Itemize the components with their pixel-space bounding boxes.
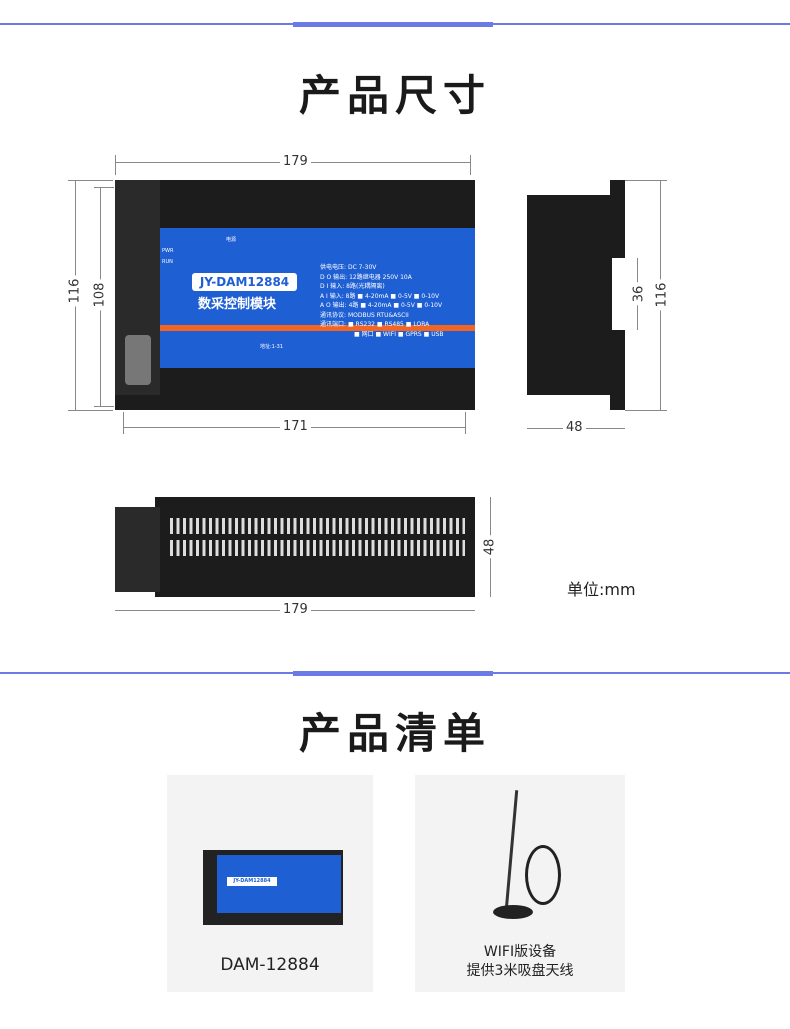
device-panel: PWR RUN 电源 JY-DAM12884 数采控制模块 地址:1-31 供电… bbox=[160, 228, 475, 368]
dim-height-108: 108 bbox=[92, 279, 108, 311]
dim-depth-48: 48 bbox=[563, 421, 586, 435]
device-name: 数采控制模块 bbox=[198, 297, 277, 312]
item-card-device: JY-DAM12884 DAM-12884 bbox=[167, 775, 373, 992]
section-title-dimensions: 产品尺寸 bbox=[298, 71, 491, 120]
item-card-antenna: WIFI版设备提供3米吸盘天线 bbox=[415, 775, 625, 992]
address-label: 地址:1-31 bbox=[260, 344, 284, 350]
dim-width-179: 179 bbox=[280, 155, 311, 169]
thumb-model: JY-DAM12884 bbox=[227, 877, 277, 886]
led-pwr-label: PWR bbox=[162, 248, 174, 254]
db9-port bbox=[125, 335, 151, 385]
led-run-label: RUN bbox=[162, 259, 173, 265]
antenna-icon bbox=[504, 790, 519, 910]
item-label: DAM-12884 bbox=[220, 955, 320, 975]
dim-width-171: 171 bbox=[280, 420, 311, 434]
dim-height-116: 116 bbox=[67, 275, 83, 307]
divider-bar bbox=[293, 22, 493, 27]
dim-bottom-179: 179 bbox=[280, 603, 311, 617]
unit-label: 单位:mm bbox=[567, 580, 636, 599]
model-badge: JY-DAM12884 bbox=[192, 273, 297, 291]
divider-bar-2 bbox=[293, 671, 493, 676]
dim-side-116: 116 bbox=[654, 279, 670, 311]
dim-bottom-48: 48 bbox=[482, 535, 498, 559]
spec-list: 供电电压: DC 7-30V D O 输出: 12路继电器 250V 10A D… bbox=[320, 264, 444, 338]
dim-rail-36: 36 bbox=[631, 282, 647, 306]
section-title-contents: 产品清单 bbox=[298, 709, 491, 758]
power-label: 电源 bbox=[226, 237, 237, 243]
item-label: WIFI版设备提供3米吸盘天线 bbox=[466, 944, 574, 979]
